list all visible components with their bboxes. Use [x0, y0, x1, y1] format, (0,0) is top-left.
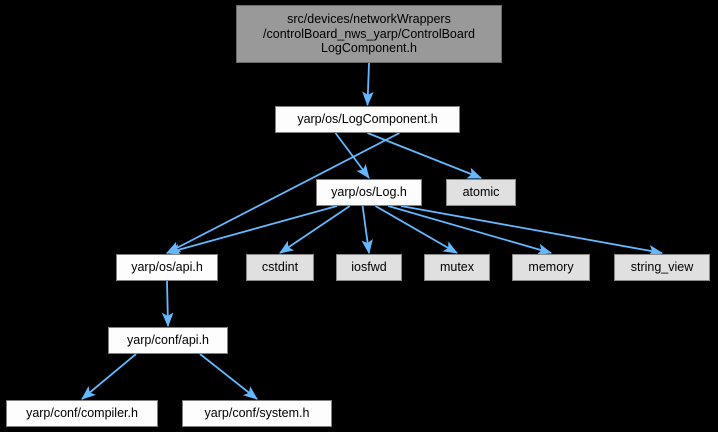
graph-node-root[interactable]: src/devices/networkWrappers /controlBoar…: [236, 5, 502, 63]
graph-edge-osapi-to-confapi: [161, 280, 174, 328]
graph-node-iosfwd[interactable]: iosfwd: [336, 254, 402, 281]
graph-edge-log-to-string_view: [400, 205, 664, 257]
graph-node-cstdint[interactable]: cstdint: [246, 254, 314, 281]
graph-edge-log-to-mutex: [374, 205, 458, 254]
graph-edge-confapi-to-system: [199, 353, 258, 400]
graph-edge-logcomponent-to-log: [334, 132, 370, 179]
graph-edge-root-to-logcomponent: [362, 62, 374, 107]
graph-node-osapi[interactable]: yarp/os/api.h: [116, 254, 218, 281]
graph-edge-log-to-cstdint: [279, 205, 351, 254]
graph-node-log[interactable]: yarp/os/Log.h: [316, 179, 422, 206]
graph-node-string_view[interactable]: string_view: [614, 254, 710, 281]
graph-edge-log-to-osapi: [165, 205, 338, 256]
graph-node-system[interactable]: yarp/conf/system.h: [182, 400, 332, 427]
graph-node-confapi[interactable]: yarp/conf/api.h: [108, 327, 228, 354]
graph-node-memory[interactable]: memory: [512, 254, 590, 281]
graph-edge-confapi-to-compiler: [81, 353, 137, 400]
graph-node-logcomponent[interactable]: yarp/os/LogComponent.h: [275, 106, 460, 133]
graph-edge-log-to-memory: [387, 205, 553, 255]
graph-node-atomic[interactable]: atomic: [446, 179, 516, 206]
graph-node-compiler[interactable]: yarp/conf/compiler.h: [6, 400, 158, 427]
graph-node-mutex[interactable]: mutex: [424, 254, 490, 281]
graph-edge-log-to-iosfwd: [361, 205, 373, 255]
graph-edge-logcomponent-to-osapi: [166, 132, 400, 254]
